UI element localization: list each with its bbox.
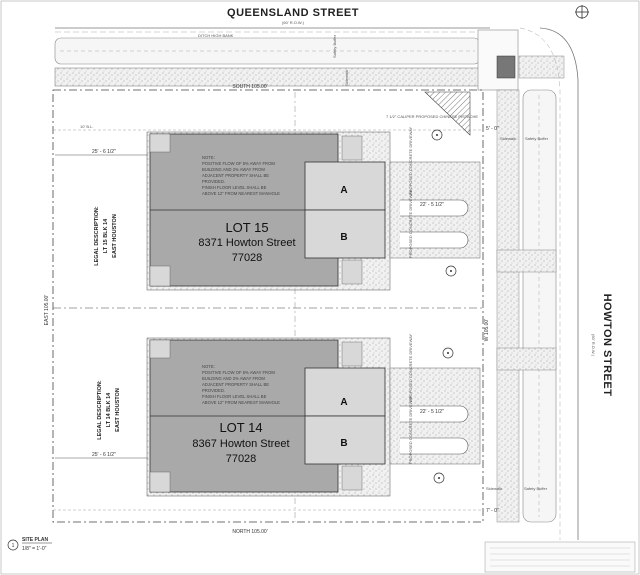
lot-14-unit-b-label: B: [340, 438, 347, 449]
lot-14-legal-2: LT 14 BLK 14: [106, 392, 112, 427]
svg-text:FINISH FLOOR LEVEL SHALL BE: FINISH FLOOR LEVEL SHALL BE: [202, 185, 267, 190]
sheet-stamp: [484, 541, 636, 573]
lot-14-driveway-label-b: PROPOSED CONCRETE DRIVEWAY: [408, 395, 413, 464]
lot-15-unit-b-label: B: [340, 232, 347, 243]
street-north-name: QUEENSLAND STREET: [227, 7, 359, 19]
lot-15-driveway-label: PROPOSED CONCRETE DRIVEWAY: [408, 126, 413, 195]
sidewalk-label-north: Sidewalk: [344, 70, 349, 86]
lot-15-legal-3: EAST HOUSTON: [112, 214, 118, 258]
boundary-east-call: EAST 105.00': [44, 295, 50, 326]
svg-text:FINISH FLOOR LEVEL SHALL BE: FINISH FLOOR LEVEL SHALL BE: [202, 394, 267, 399]
lot-15-address: 8371 Howton Street: [198, 237, 295, 249]
lot-14-setback-dim: 25' - 6 1/2": [92, 452, 116, 458]
boundary-north-call: NORTH 105.00': [232, 529, 267, 535]
svg-text:ABOVE 12" FROM NEAREST MANHOLE: ABOVE 12" FROM NEAREST MANHOLE: [202, 400, 280, 405]
title-block: 1 SITE PLAN 1/8" = 1'-0": [7, 537, 52, 552]
tree-icon-mid: [445, 265, 457, 277]
sidewalk-label-east-top: Sidewalk: [500, 136, 516, 141]
lot-15-drive-dim: 22' - 5 1/2": [420, 202, 444, 208]
lot-14-note: NOTE: POSITIVE FLOW OF 5% AWAY FROM BUIL…: [202, 364, 280, 405]
tree-icon-top: [431, 129, 443, 141]
lot-14-unit-a-label: A: [340, 397, 347, 408]
property-boundary: [52, 89, 484, 523]
lot-14-driveway-label: PROPOSED CONCRETE DRIVEWAY: [408, 333, 413, 402]
safety-buffer-label-north: Safety Buffer: [332, 34, 337, 58]
street-north-row: (60' R.O.W.): [282, 20, 305, 25]
lot-15-unit-b-garage: [304, 209, 386, 259]
lot-14-zip: 77028: [226, 453, 257, 465]
lot-15-note: NOTE: POSITIVE FLOW OF 5% AWAY FROM BUIL…: [202, 155, 280, 196]
sidewalk-strip-east: [496, 89, 520, 523]
north-arrow-icon: [575, 5, 589, 19]
lot-15-zip: 77028: [232, 252, 263, 264]
lot-14-unit-b-garage: [304, 415, 386, 465]
lot-14-unit-a-garage: [304, 367, 386, 417]
sidewalk-label-east-bottom: Sidewalk: [486, 486, 502, 491]
svg-text:PROVIDED.: PROVIDED.: [202, 179, 225, 184]
boundary-south-call: SOUTH 105.00': [232, 84, 267, 90]
title-number-badge: [7, 539, 19, 551]
lot-14-legal-1: LEGAL DESCRIPTION:: [97, 380, 103, 440]
svg-text:POSITIVE FLOW OF 5% AWAY FROM: POSITIVE FLOW OF 5% AWAY FROM: [202, 370, 275, 375]
svg-text:BUILDING AND 2% AWAY FROM: BUILDING AND 2% AWAY FROM: [202, 167, 265, 172]
boundary-west-call: W 105.00': [484, 319, 490, 341]
lot-14-drive-dim: 22' - 5 1/2": [420, 409, 444, 415]
lot-15-title: LOT 15: [225, 220, 268, 235]
lot-15-driveway-label-b: PROPOSED CONCRETE DRIVEWAY: [408, 189, 413, 258]
tree-callout-top: 7 1/2" CALIPER PROPOSED CHINESE PISTACHE: [386, 114, 478, 119]
title-scale: 1/8" = 1'-0": [22, 546, 47, 552]
lot-15-legal-1: LEGAL DESCRIPTION:: [94, 206, 100, 266]
tree-icon-bottom: [433, 472, 445, 484]
tree-icon-low: [442, 347, 454, 359]
safety-buffer-label-east-bottom: Safety Buffer: [524, 486, 548, 491]
lot-15-unit-a-label: A: [340, 185, 347, 196]
street-east-row: (60' R.O.W.): [591, 334, 596, 357]
building-line-label: 10' B.L.: [80, 124, 93, 129]
corner-visibility-triangle: [424, 91, 471, 136]
lot-15-legal-2: LT 15 BLK 14: [103, 218, 109, 253]
ditch-band-east: [522, 89, 557, 523]
lot-14-legal-3: EAST HOUSTON: [115, 388, 121, 432]
lot-14-title: LOT 14: [219, 420, 262, 435]
svg-text:ADJACENT PROPERTY SHALL BE: ADJACENT PROPERTY SHALL BE: [202, 382, 269, 387]
dim-sidewalk-width: 5' - 0": [486, 126, 499, 132]
safety-buffer-label-east-top: Safety Buffer: [525, 136, 549, 141]
lot-14: A B NOTE: POSITIVE FLOW OF 5% AWAY FROM …: [55, 333, 481, 497]
svg-text:ABOVE 12" FROM NEAREST MANHOLE: ABOVE 12" FROM NEAREST MANHOLE: [202, 191, 280, 196]
dim-tail: 7' - 0": [486, 508, 499, 514]
svg-text:ADJACENT PROPERTY SHALL BE: ADJACENT PROPERTY SHALL BE: [202, 173, 269, 178]
svg-text:POSITIVE FLOW OF 5% AWAY FROM: POSITIVE FLOW OF 5% AWAY FROM: [202, 161, 275, 166]
lot-15: A B NOTE: POSITIVE FLOW OF 5% AWAY FROM …: [55, 126, 481, 291]
ditch-high-bank-label: DITCH HIGH BANK: [198, 33, 234, 38]
title-text: SITE PLAN: [22, 537, 49, 543]
svg-text:PROVIDED.: PROVIDED.: [202, 388, 225, 393]
svg-text:BUILDING AND 2% AWAY FROM: BUILDING AND 2% AWAY FROM: [202, 376, 265, 381]
lot-14-address: 8367 Howton Street: [192, 438, 289, 450]
lot-15-setback-dim: 25' - 6 1/2": [92, 149, 116, 155]
svg-text:NOTE:: NOTE:: [202, 155, 215, 160]
street-east-name: HOWTON STREET: [601, 294, 613, 397]
svg-text:NOTE:: NOTE:: [202, 364, 215, 369]
title-number: 1: [12, 543, 15, 549]
